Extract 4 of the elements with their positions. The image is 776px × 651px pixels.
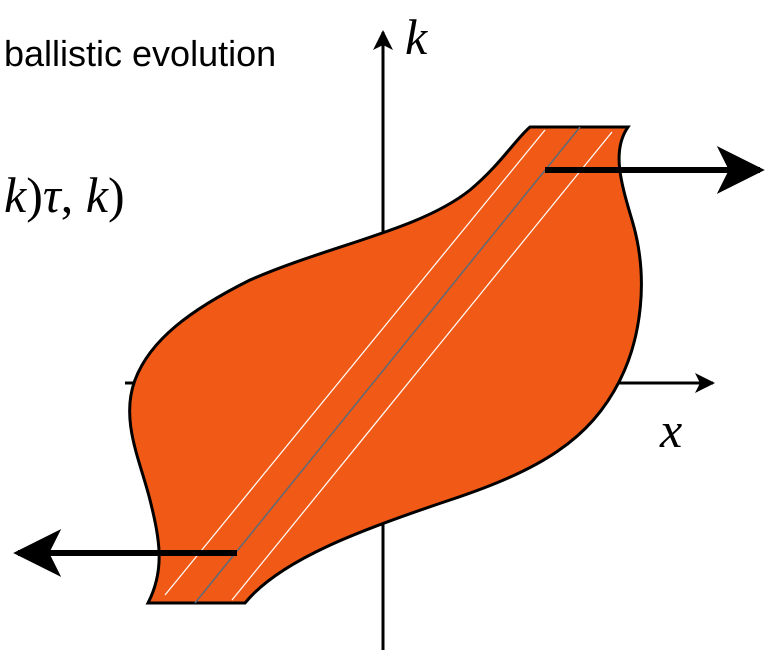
axis-label: x [660,405,682,455]
caption-text: ballistic evolution [4,36,276,72]
axis-label: k [405,12,428,62]
formula-text: k)τ, k) [4,170,125,220]
